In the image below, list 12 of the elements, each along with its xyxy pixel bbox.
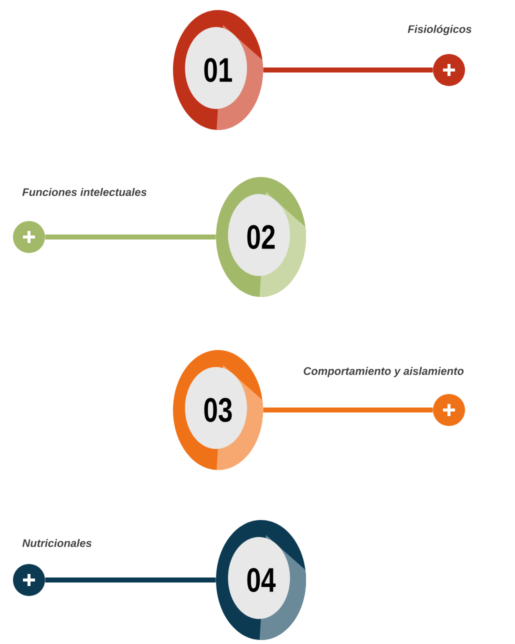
item-label: Comportamiento y aislamiento bbox=[304, 366, 464, 378]
plus-button bbox=[13, 564, 45, 596]
plus-button bbox=[433, 54, 465, 86]
item-label: Fisiológicos bbox=[408, 24, 472, 36]
plus-button bbox=[13, 221, 45, 253]
connector-line bbox=[263, 68, 433, 72]
item-label: Nutricionales bbox=[22, 538, 92, 548]
connector-line bbox=[263, 408, 433, 412]
item-label: Funciones intelectuales bbox=[22, 188, 147, 196]
plus-button bbox=[433, 394, 465, 426]
connector-line bbox=[45, 234, 216, 240]
connector-line bbox=[45, 578, 216, 582]
